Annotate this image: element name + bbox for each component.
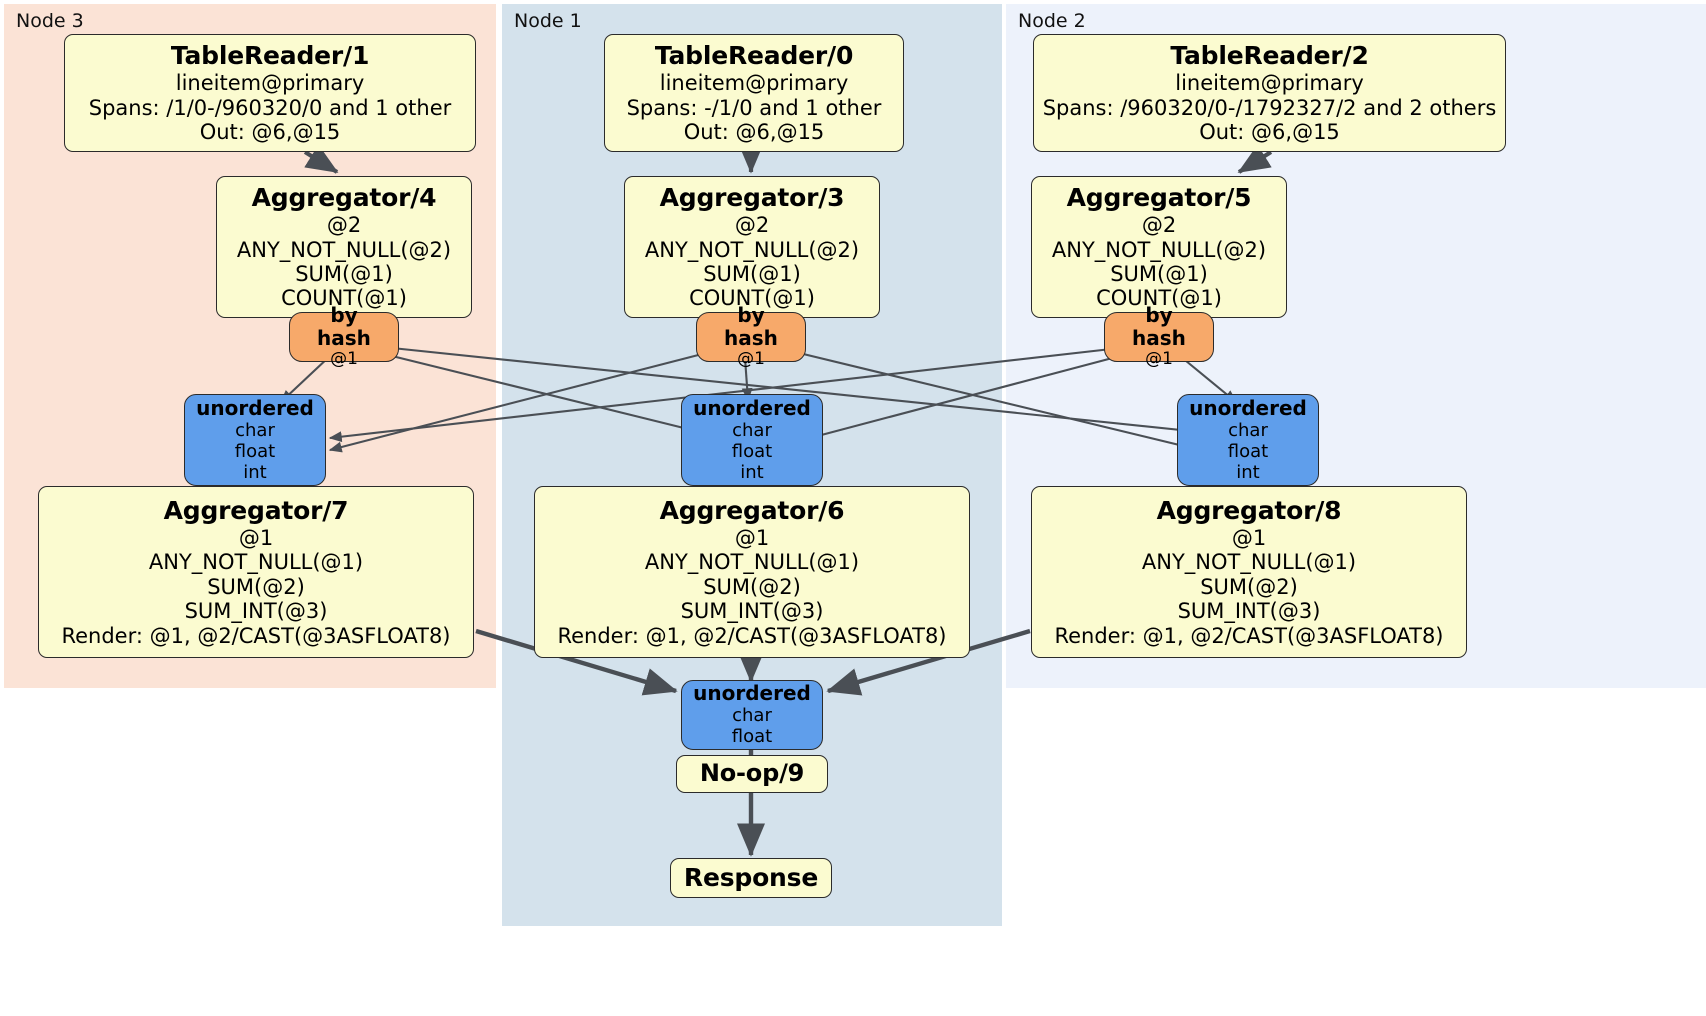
processor-line-3: Out: @6,@15 — [683, 120, 825, 145]
processor-line-1: @2 — [734, 213, 770, 238]
processor-line-3: SUM(@2) — [703, 574, 801, 599]
processor-title: Response — [683, 863, 819, 892]
processor-line-5: Render: @1, @2/CAST(@3ASFLOAT8) — [61, 623, 451, 648]
processor-aggregator-4[interactable]: Aggregator/4 @2 ANY_NOT_NULL(@2) SUM(@1)… — [216, 176, 472, 318]
synchronizer-line-2: float — [234, 440, 276, 462]
processor-line-4: COUNT(@1) — [281, 286, 407, 311]
synchronizer-line-1: char — [1228, 419, 1268, 441]
synchronizer-line-1: char — [732, 705, 772, 727]
synchronizer-line-2: float — [1227, 440, 1269, 462]
processor-title: TableReader/0 — [654, 41, 854, 71]
processor-line-4: COUNT(@1) — [689, 286, 815, 311]
synchronizer-unordered-final[interactable]: unordered char float — [681, 680, 823, 750]
processor-line-3: SUM(@1) — [295, 262, 393, 286]
processor-aggregator-7[interactable]: Aggregator/7 @1 ANY_NOT_NULL(@1) SUM(@2)… — [38, 486, 474, 658]
processor-line-2: Spans: /1/0-/960320/0 and 1 other — [88, 95, 452, 120]
synchronizer-line-1: char — [235, 419, 275, 441]
processor-line-3: SUM(@2) — [1200, 574, 1298, 599]
processor-line-1: lineitem@primary — [659, 71, 849, 96]
synchronizer-line-2: float — [731, 440, 773, 462]
processor-title: Aggregator/4 — [251, 183, 437, 213]
processor-title: Aggregator/7 — [163, 496, 349, 526]
synchronizer-title: unordered — [196, 395, 314, 420]
processor-line-1: lineitem@primary — [175, 71, 365, 96]
processor-title: Aggregator/6 — [659, 496, 845, 526]
processor-line-4: SUM_INT(@3) — [184, 599, 328, 624]
processor-response[interactable]: Response — [670, 858, 832, 898]
panel-node-1-label: Node 1 — [514, 10, 582, 32]
processor-line-1: @1 — [734, 526, 770, 551]
processor-title: Aggregator/3 — [659, 183, 845, 213]
processor-noop-9[interactable]: No-op/9 — [676, 755, 828, 793]
router-by-hash-mid[interactable]: by hash @1 — [696, 303, 806, 369]
synchronizer-title: unordered — [693, 395, 811, 420]
processor-aggregator-5[interactable]: Aggregator/5 @2 ANY_NOT_NULL(@2) SUM(@1)… — [1031, 176, 1287, 318]
processor-line-4: COUNT(@1) — [1096, 286, 1222, 311]
processor-line-5: Render: @1, @2/CAST(@3ASFLOAT8) — [557, 623, 947, 648]
synchronizer-unordered-left[interactable]: unordered char float int — [184, 394, 326, 486]
router-line-1: @1 — [330, 349, 358, 370]
processor-title: TableReader/1 — [170, 41, 370, 71]
synchronizer-unordered-right[interactable]: unordered char float int — [1177, 394, 1319, 486]
router-title: by hash — [1132, 302, 1186, 351]
synchronizer-line-1: char — [732, 419, 772, 441]
processor-tablereader-1[interactable]: TableReader/1 lineitem@primary Spans: /1… — [64, 34, 476, 152]
processor-line-2: ANY_NOT_NULL(@1) — [644, 550, 860, 575]
processor-line-2: ANY_NOT_NULL(@2) — [236, 237, 452, 262]
synchronizer-line-2: float — [731, 726, 773, 748]
synchronizer-line-3: int — [740, 461, 764, 483]
processor-line-2: ANY_NOT_NULL(@1) — [1141, 550, 1357, 575]
processor-aggregator-3[interactable]: Aggregator/3 @2 ANY_NOT_NULL(@2) SUM(@1)… — [624, 176, 880, 318]
synchronizer-title: unordered — [693, 681, 811, 706]
processor-title: TableReader/2 — [1170, 41, 1369, 71]
processor-line-2: ANY_NOT_NULL(@2) — [1051, 237, 1267, 262]
processor-line-2: ANY_NOT_NULL(@1) — [148, 550, 364, 575]
processor-line-1: @1 — [1231, 526, 1267, 551]
panel-node-2-label: Node 2 — [1018, 10, 1086, 32]
processor-aggregator-6[interactable]: Aggregator/6 @1 ANY_NOT_NULL(@1) SUM(@2)… — [534, 486, 970, 658]
processor-title: Aggregator/8 — [1156, 496, 1342, 526]
processor-tablereader-0[interactable]: TableReader/0 lineitem@primary Spans: -/… — [604, 34, 904, 152]
processor-line-3: Out: @6,@15 — [199, 120, 341, 145]
processor-line-3: SUM(@1) — [703, 262, 801, 286]
router-line-1: @1 — [737, 349, 765, 370]
processor-line-1: @2 — [326, 213, 362, 238]
synchronizer-line-3: int — [1236, 461, 1260, 483]
synchronizer-title: unordered — [1189, 395, 1307, 420]
processor-title: No-op/9 — [699, 758, 805, 787]
processor-tablereader-2[interactable]: TableReader/2 lineitem@primary Spans: /9… — [1033, 34, 1506, 152]
panel-node-3-label: Node 3 — [16, 10, 84, 32]
processor-line-1: lineitem@primary — [1175, 71, 1364, 96]
router-by-hash-right[interactable]: by hash @1 — [1104, 303, 1214, 369]
processor-line-1: @1 — [238, 526, 274, 551]
processor-line-4: SUM_INT(@3) — [1177, 599, 1321, 624]
router-title: by hash — [724, 302, 778, 351]
processor-line-2: Spans: -/1/0 and 1 other — [626, 95, 882, 120]
router-title: by hash — [317, 302, 371, 351]
processor-line-1: @2 — [1141, 213, 1177, 238]
processor-line-5: Render: @1, @2/CAST(@3ASFLOAT8) — [1054, 623, 1444, 648]
processor-title: Aggregator/5 — [1066, 183, 1252, 213]
processor-line-4: SUM_INT(@3) — [680, 599, 824, 624]
processor-line-2: ANY_NOT_NULL(@2) — [644, 237, 860, 262]
processor-line-3: SUM(@2) — [207, 574, 305, 599]
router-by-hash-left[interactable]: by hash @1 — [289, 303, 399, 369]
synchronizer-line-3: int — [243, 461, 267, 483]
synchronizer-unordered-mid[interactable]: unordered char float int — [681, 394, 823, 486]
processor-line-3: SUM(@1) — [1110, 262, 1208, 286]
processor-line-2: Spans: /960320/0-/1792327/2 and 2 others — [1042, 95, 1497, 120]
processor-line-3: Out: @6,@15 — [1199, 120, 1340, 145]
router-line-1: @1 — [1145, 349, 1173, 370]
processor-aggregator-8[interactable]: Aggregator/8 @1 ANY_NOT_NULL(@1) SUM(@2)… — [1031, 486, 1467, 658]
